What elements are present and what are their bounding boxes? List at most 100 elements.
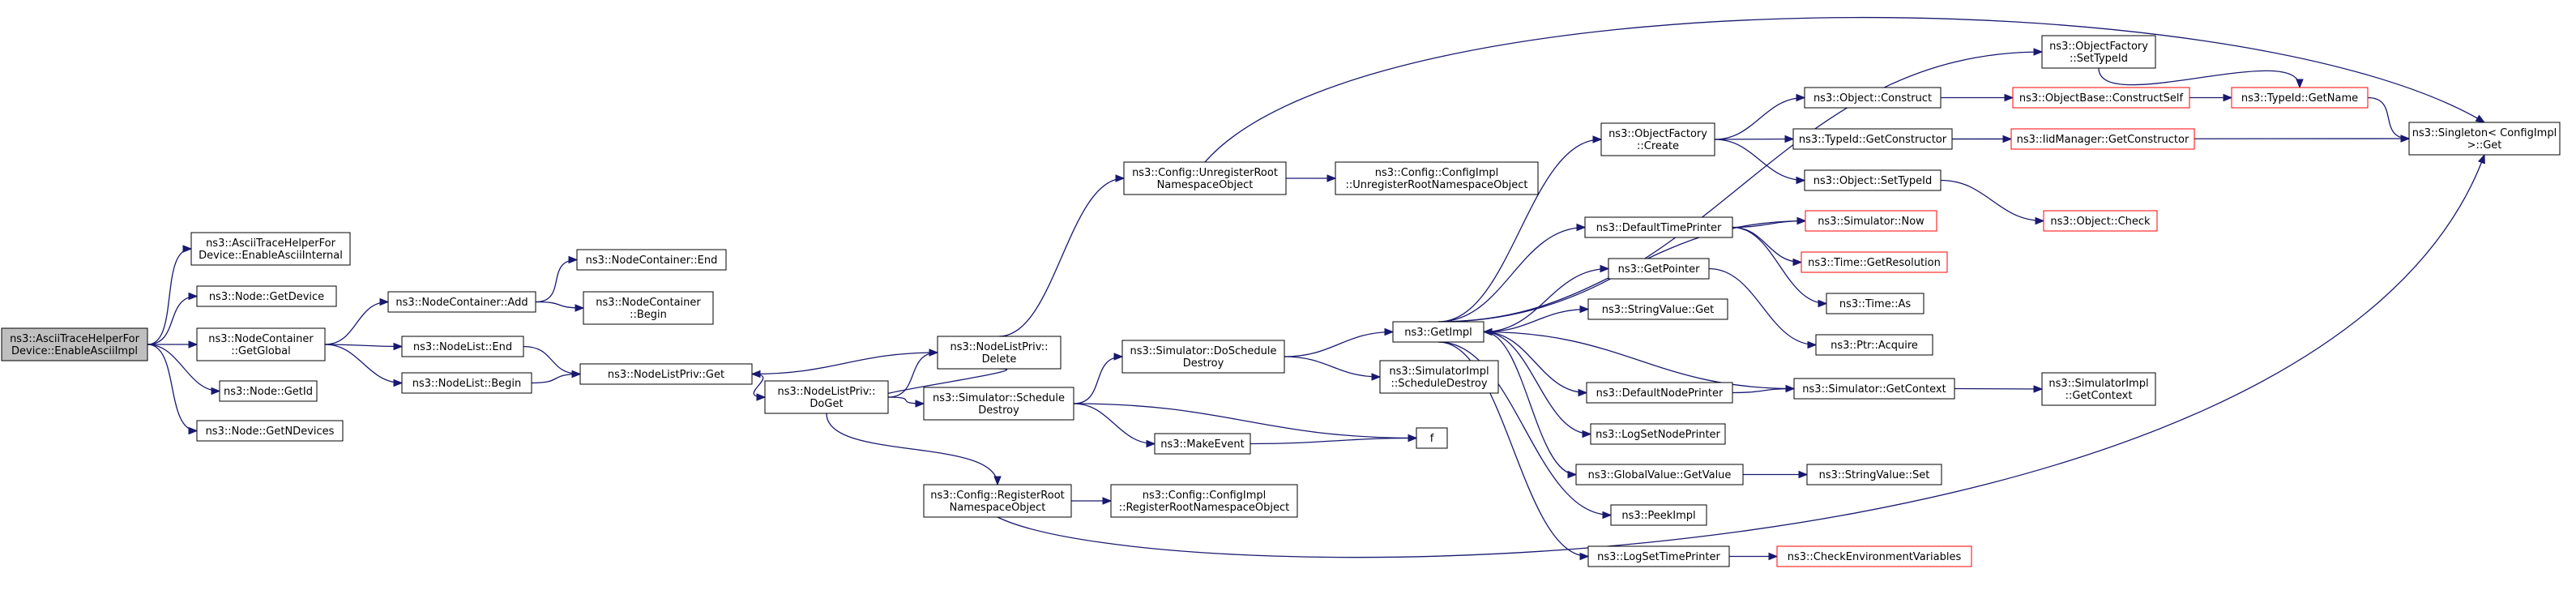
- node-label: ns3::Object::Construct: [1813, 92, 1932, 105]
- node-box: [764, 380, 889, 414]
- call-edge-typeIdGetName-to-singletonGet: [2367, 96, 2411, 143]
- graph-node-logSetNodePrinter[interactable]: ns3::LogSetNodePrinter: [1590, 423, 1726, 445]
- node-label: ns3::SimulatorImpl: [2048, 378, 2148, 390]
- node-label: NamespaceObject: [950, 502, 1046, 514]
- node-box: [2231, 87, 2369, 109]
- graph-node-typeIdGetConstructor[interactable]: ns3::TypeId::GetConstructor: [1792, 128, 1953, 150]
- node-label: ns3::PeekImpl: [1621, 510, 1695, 522]
- node-box: [1610, 504, 1707, 526]
- call-edge-objectFactoryCreate-to-objectSetTypeId: [1714, 139, 1806, 185]
- call-edge-objectFactoryCreate-to-typeIdGetConstructor: [1714, 135, 1795, 143]
- graph-node-getPointer[interactable]: ns3::GetPointer: [1608, 258, 1710, 280]
- graph-node-simulatorNow[interactable]: ns3::Simulator::Now: [1805, 210, 1937, 232]
- node-box: [1806, 464, 1942, 485]
- graph-node-typeIdGetName[interactable]: ns3::TypeId::GetName: [2231, 87, 2369, 109]
- node-label: ns3::Simulator::GetContext: [1802, 383, 1946, 396]
- graph-node-peekImpl[interactable]: ns3::PeekImpl: [1610, 504, 1707, 526]
- call-edge-nodeContainerGetGlobal-to-nodeListEnd: [324, 342, 404, 351]
- node-label: ns3::StringValue::Set: [1819, 469, 1930, 481]
- graph-node-makeEvent[interactable]: ns3::MakeEvent: [1154, 433, 1251, 455]
- graph-node-nodeContainerBegin[interactable]: ns3::NodeContainer::Begin: [583, 291, 714, 325]
- graph-node-nodeGetNDevices[interactable]: ns3::Node::GetNDevices: [196, 420, 344, 442]
- graph-node-objectFactorySetTypeId[interactable]: ns3::ObjectFactory::SetTypeId: [2041, 35, 2156, 69]
- node-label: ns3::ObjectFactory: [2049, 41, 2148, 53]
- graph-node-getImpl[interactable]: ns3::GetImpl: [1392, 321, 1485, 343]
- graph-node-checkEnvVars[interactable]: ns3::CheckEnvironmentVariables: [1776, 545, 1972, 567]
- node-box: [1776, 545, 1972, 567]
- graph-node-nodeGetId[interactable]: ns3::Node::GetId: [219, 380, 318, 402]
- graph-node-nodeListBegin[interactable]: ns3::NodeList::Begin: [401, 372, 532, 394]
- node-box: [196, 327, 326, 361]
- graph-node-simImplScheduleDestroy[interactable]: ns3::SimulatorImpl::ScheduleDestroy: [1379, 360, 1499, 394]
- node-label: ns3::Simulator::DoSchedule: [1130, 345, 1276, 357]
- graph-node-configImplUnregister[interactable]: ns3::Config::ConfigImpl::UnregisterRootN…: [1335, 161, 1539, 195]
- node-label: ::SetTypeId: [2070, 53, 2128, 65]
- graph-node-configUnregisterRoot[interactable]: ns3::Config::UnregisterRootNamespaceObje…: [1123, 161, 1287, 195]
- node-label: ns3::StringValue::Get: [1602, 304, 1714, 316]
- graph-node-configImplRegister[interactable]: ns3::Config::ConfigImpl::RegisterRootNam…: [1110, 484, 1298, 518]
- graph-node-ptrAcquire[interactable]: ns3::Ptr::Acquire: [1815, 334, 1933, 356]
- graph-node-timeAs[interactable]: ns3::Time::As: [1826, 293, 1925, 314]
- node-label: ns3::MakeEvent: [1160, 438, 1245, 451]
- graph-node-nodeListPrivGet[interactable]: ns3::NodeListPriv::Get: [579, 363, 753, 385]
- node-box: [1586, 382, 1733, 404]
- graph-node-simScheduleDestroy[interactable]: ns3::Simulator::ScheduleDestroy: [923, 387, 1074, 421]
- call-edge-root-to-nodeGetId: [147, 344, 221, 396]
- call-edge-nodeListPrivDoGet-to-simScheduleDestroy: [887, 396, 925, 408]
- node-label: f: [1430, 433, 1434, 445]
- graph-node-simulatorImplGetContext[interactable]: ns3::SimulatorImpl::GetContext: [2041, 372, 2156, 406]
- graph-node-enableAsciiInternal[interactable]: ns3::AsciiTraceHelperForDevice::EnableAs…: [190, 232, 351, 266]
- node-label: ns3::Config::UnregisterRoot: [1132, 167, 1278, 179]
- call-edge-getImpl-to-defaultNodePrinter: [1483, 331, 1588, 397]
- call-edge-simDoScheduleDestroy-to-simImplScheduleDestroy: [1284, 356, 1382, 381]
- node-label: ns3::Singleton< ConfigImpl: [2412, 127, 2557, 139]
- graph-node-nodeContainerEnd[interactable]: ns3::NodeContainer::End: [576, 249, 727, 271]
- node-label: ns3::DefaultTimePrinter: [1596, 222, 1722, 234]
- graph-node-defaultNodePrinter[interactable]: ns3::DefaultNodePrinter: [1586, 382, 1733, 404]
- graph-node-objectSetTypeId[interactable]: ns3::Object::SetTypeId: [1804, 169, 1942, 191]
- graph-node-stringValueSet[interactable]: ns3::StringValue::Set: [1806, 464, 1942, 485]
- node-label: ns3::NodeList::End: [413, 341, 512, 353]
- graph-node-objectBaseConstructSelf[interactable]: ns3::ObjectBase::ConstructSelf: [2012, 87, 2190, 109]
- node-box: [2408, 122, 2561, 156]
- graph-node-objectFactoryCreate[interactable]: ns3::ObjectFactory::Create: [1600, 122, 1715, 156]
- node-box: [1826, 293, 1925, 314]
- graph-node-singletonGet[interactable]: ns3::Singleton< ConfigImpl>::Get: [2408, 122, 2561, 156]
- graph-node-logSetTimePrinter[interactable]: ns3::LogSetTimePrinter: [1587, 545, 1730, 567]
- graph-node-nodeListPrivDoGet[interactable]: ns3::NodeListPriv::DoGet: [764, 380, 889, 414]
- node-label: ns3::TypeId::GetConstructor: [1799, 134, 1947, 146]
- call-edge-defaultTimePrinter-to-timeGetResolution: [1732, 226, 1803, 267]
- node-label: ns3::NodeContainer: [596, 297, 701, 309]
- graph-node-iidManagerGetConstructor[interactable]: ns3::IidManager::GetConstructor: [2010, 128, 2195, 150]
- call-edge-getImpl-to-logSetNodePrinter: [1483, 331, 1592, 438]
- graph-node-nodeGetDevice[interactable]: ns3::Node::GetDevice: [196, 285, 337, 307]
- graph-node-configRegisterRoot[interactable]: ns3::Config::RegisterRootNamespaceObject: [923, 484, 1072, 518]
- graph-node-nodeContainerGetGlobal[interactable]: ns3::NodeContainer::GetGlobal: [196, 327, 326, 361]
- graph-node-f[interactable]: f: [1416, 427, 1448, 449]
- node-label: ns3::ObjectBase::ConstructSelf: [2019, 92, 2184, 105]
- node-label: ns3::Node::GetId: [224, 386, 313, 398]
- node-box: [1804, 169, 1942, 191]
- graph-node-defaultTimePrinter[interactable]: ns3::DefaultTimePrinter: [1584, 216, 1733, 238]
- graph-node-objectCheck[interactable]: ns3::Object::Check: [2043, 210, 2158, 232]
- graph-node-nodeContainerAdd[interactable]: ns3::NodeContainer::Add: [387, 291, 536, 313]
- call-edge-configRegisterRoot-to-singletonGet: [997, 153, 2485, 558]
- node-box: [583, 291, 714, 325]
- node-label: ns3::NodeListPriv::: [777, 386, 875, 398]
- call-edge-simScheduleDestroy-to-simDoScheduleDestroy: [1073, 353, 1124, 404]
- graph-node-nodeListEnd[interactable]: ns3::NodeList::End: [401, 336, 524, 357]
- graph-node-nodeListPrivDelete[interactable]: ns3::NodeListPriv::Delete: [937, 336, 1062, 370]
- graph-node-timeGetResolution[interactable]: ns3::Time::GetResolution: [1801, 251, 1948, 273]
- call-edge-nodeContainerAdd-to-nodeContainerBegin: [535, 301, 585, 312]
- node-box: [387, 291, 536, 313]
- graph-node-globalValueGetValue[interactable]: ns3::GlobalValue::GetValue: [1575, 464, 1744, 485]
- node-box: [1379, 360, 1499, 394]
- graph-node-simulatorGetContext[interactable]: ns3::Simulator::GetContext: [1793, 378, 1955, 400]
- node-box: [923, 387, 1074, 421]
- node-box: [1608, 258, 1710, 280]
- node-label: Device::EnableAsciiImpl: [11, 345, 138, 357]
- graph-node-objectConstruct[interactable]: ns3::Object::Construct: [1804, 87, 1942, 109]
- graph-node-stringValueGet[interactable]: ns3::StringValue::Get: [1587, 298, 1728, 320]
